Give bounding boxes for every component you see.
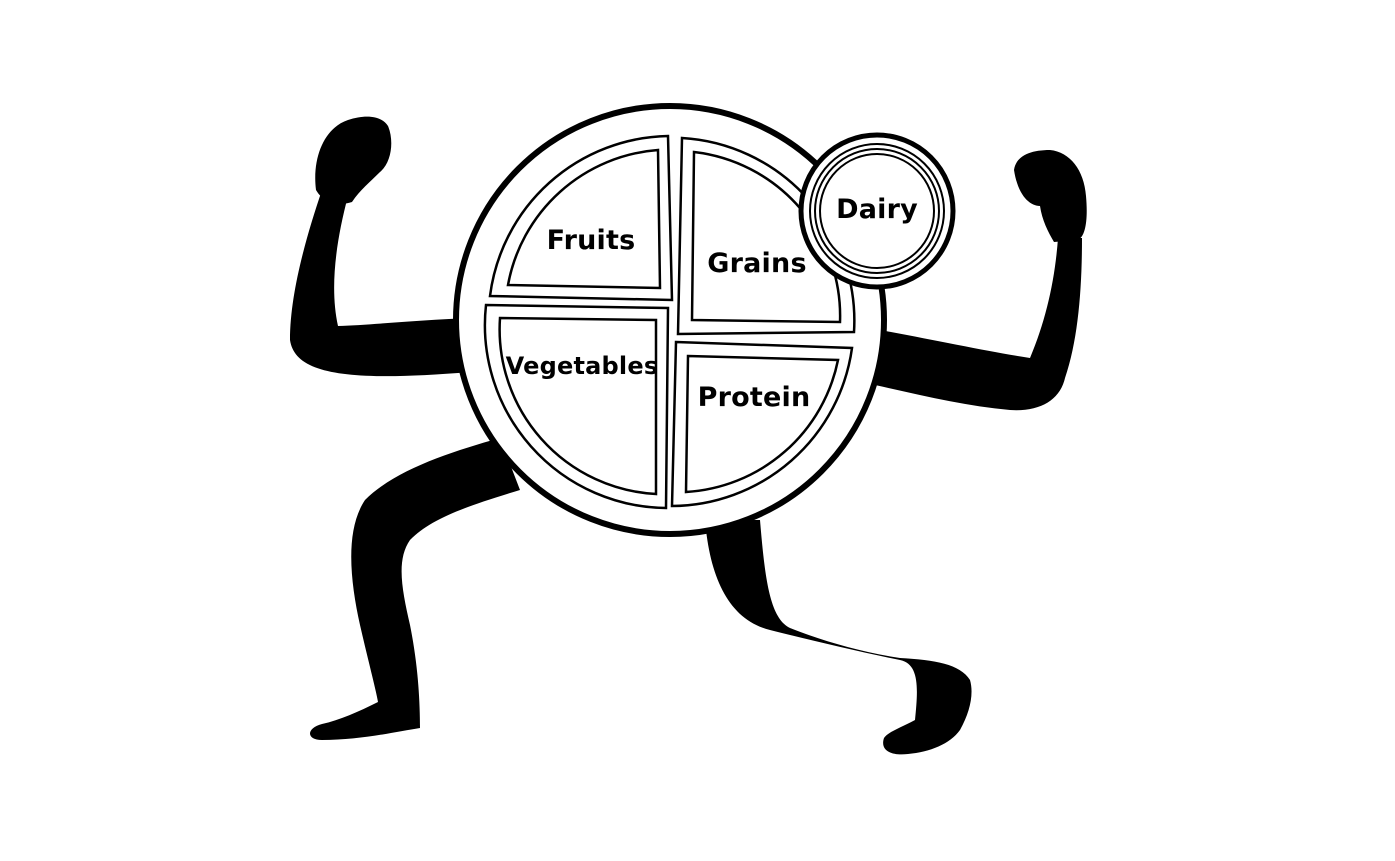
dairy-label: Dairy bbox=[836, 194, 918, 225]
left-fist bbox=[315, 116, 392, 204]
plate-section-grains bbox=[676, 136, 856, 336]
left-arm bbox=[290, 190, 470, 377]
vegetables-label: Vegetables bbox=[506, 352, 659, 380]
mascot-limbs bbox=[290, 116, 1087, 755]
right-leg bbox=[705, 520, 972, 755]
right-arm bbox=[875, 238, 1082, 411]
plate-section-vegetables bbox=[483, 303, 670, 510]
plate: Fruits Grains Vegetables Protein bbox=[453, 103, 887, 537]
fruits-label: Fruits bbox=[547, 225, 636, 256]
plate-section-fruits bbox=[488, 134, 674, 302]
left-leg bbox=[310, 438, 520, 740]
grains-label: Grains bbox=[707, 248, 806, 279]
right-fist bbox=[1014, 150, 1087, 242]
dairy-cup: Dairy bbox=[798, 132, 956, 290]
plate-section-protein bbox=[670, 340, 854, 508]
protein-label: Protein bbox=[698, 382, 811, 413]
